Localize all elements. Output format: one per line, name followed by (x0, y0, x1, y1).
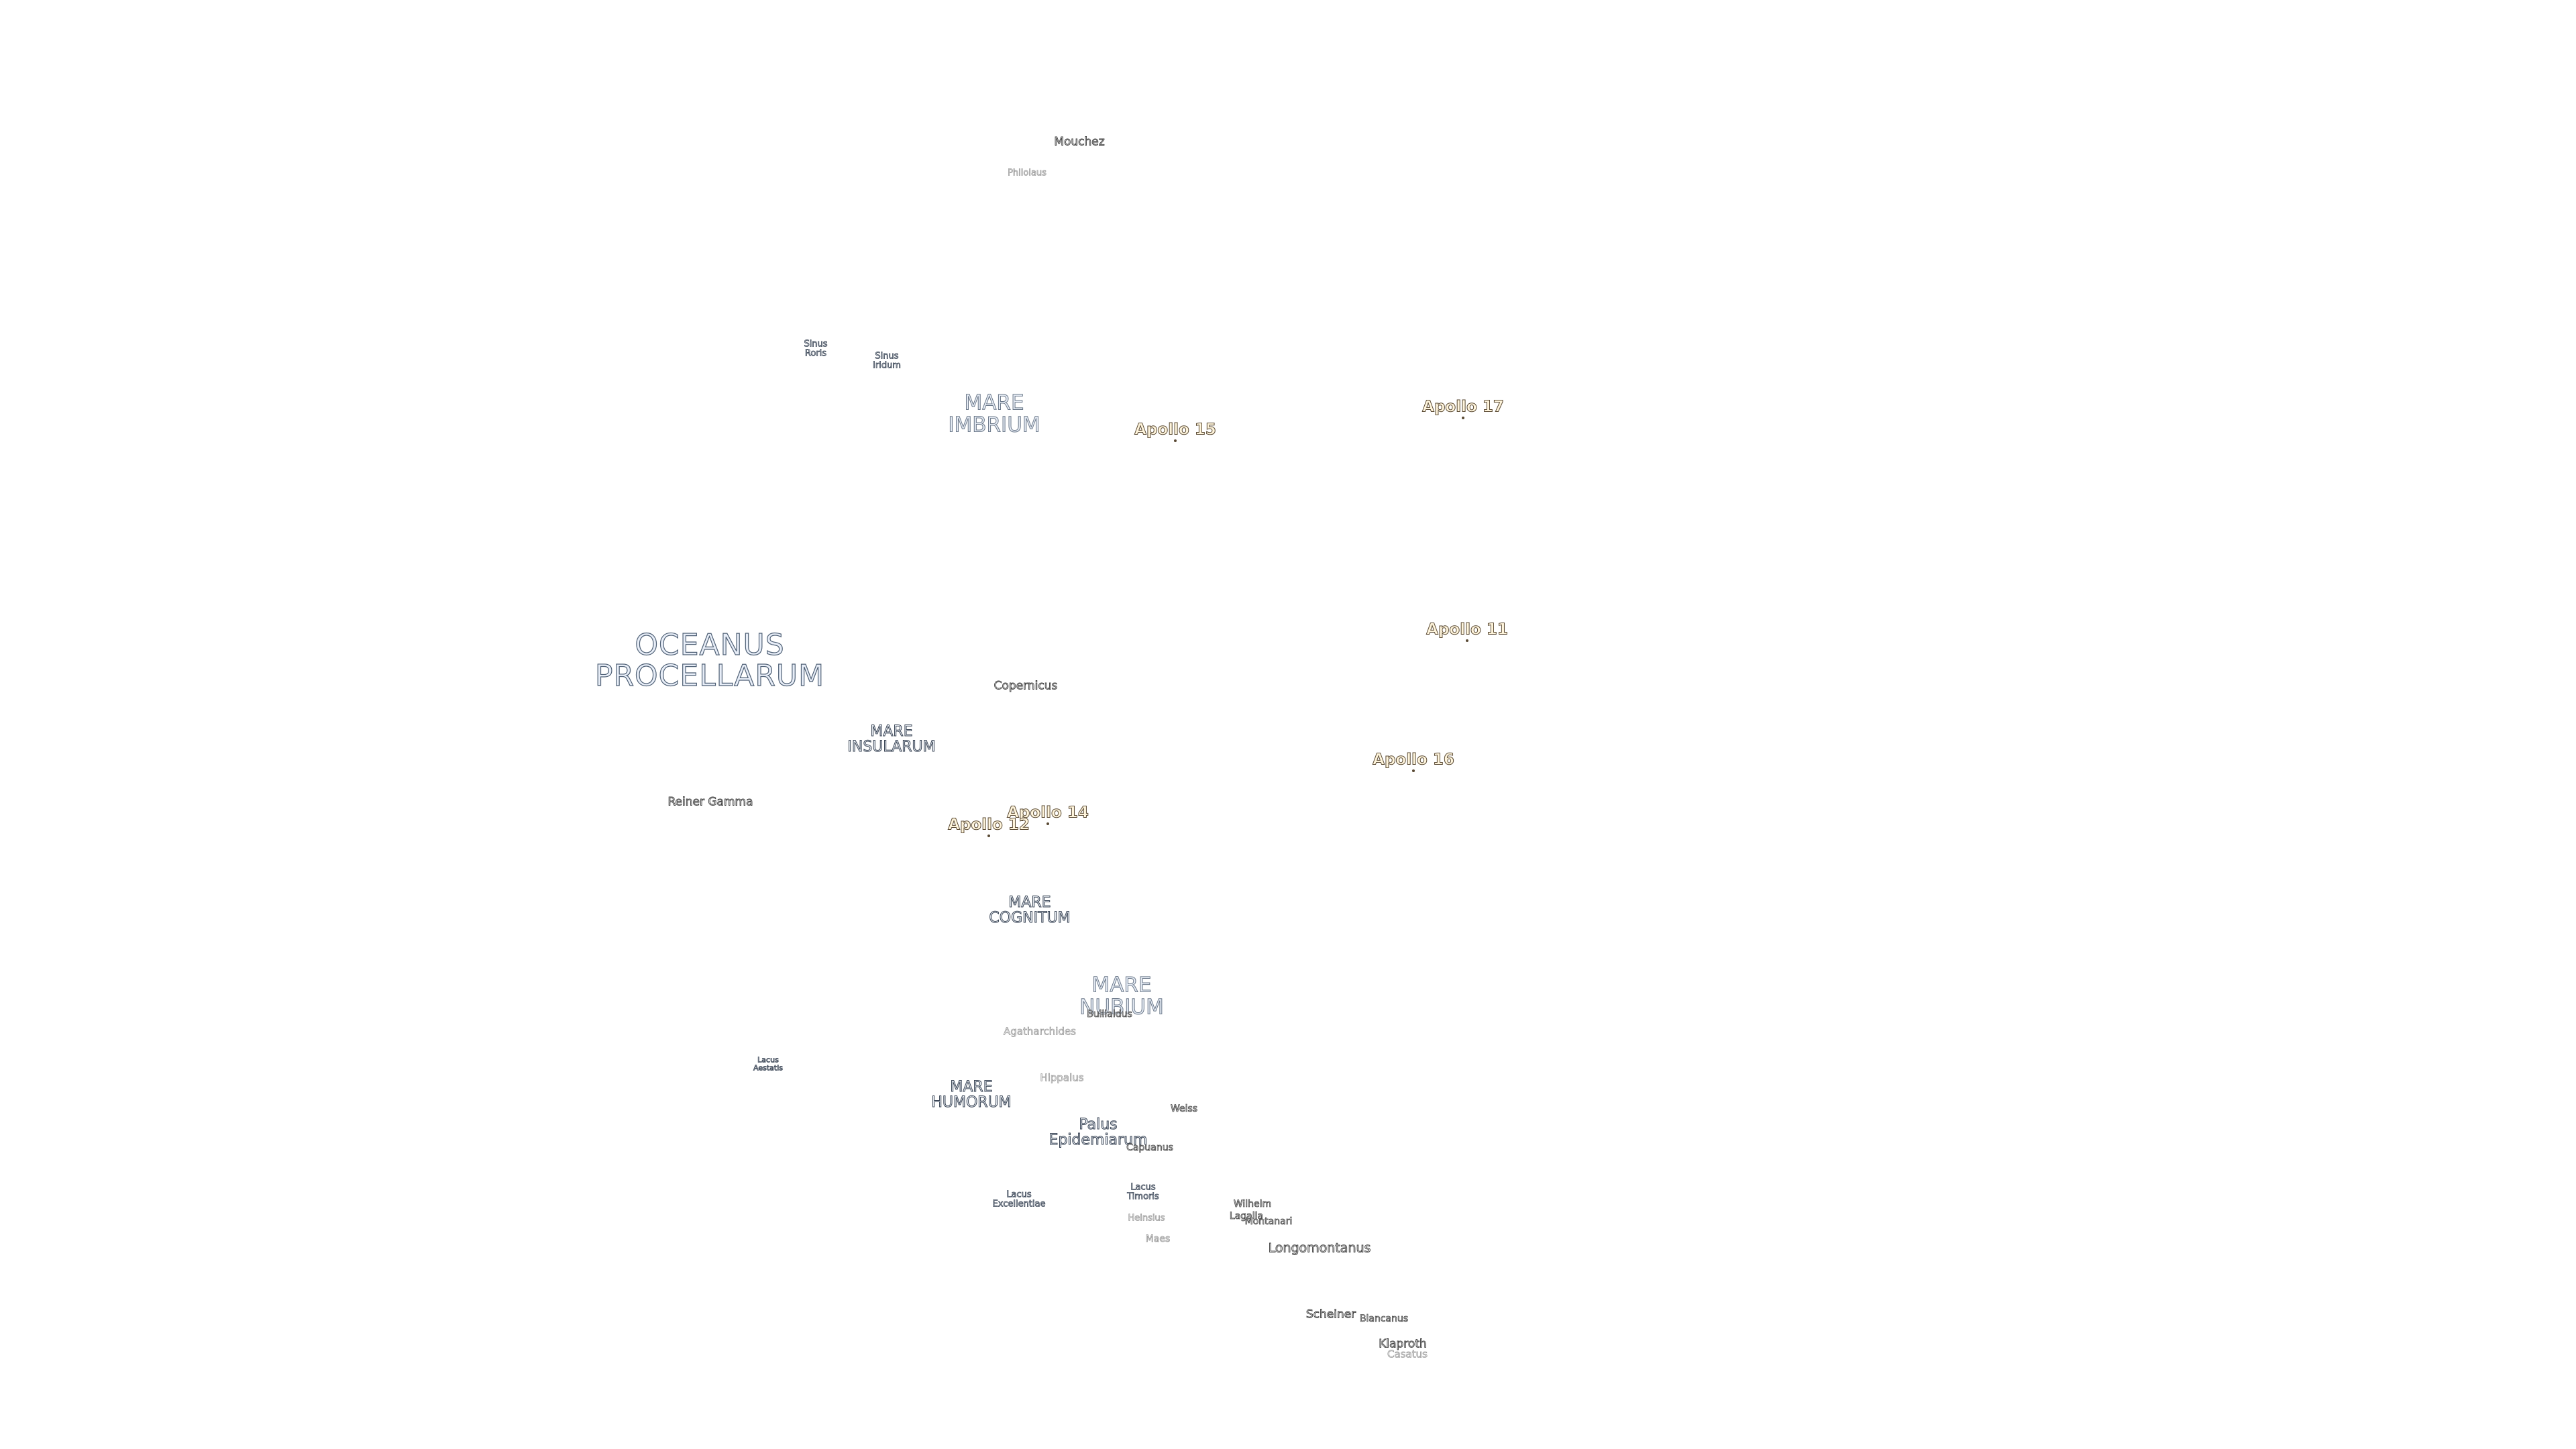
mare-nubium-line-1: MARE (1091, 973, 1152, 998)
apollo-11-marker-icon[interactable] (1466, 639, 1468, 642)
mare-cognitum-line-1: MARE (1008, 894, 1051, 911)
apollo-11-label[interactable]: Apollo 11 (1426, 621, 1509, 639)
mare-imbrium-line-1: MARE (964, 390, 1024, 415)
apollo-17-marker-icon[interactable] (1462, 417, 1464, 419)
apollo-14-label[interactable]: Apollo 14 (1007, 804, 1089, 822)
apollo-16-marker-icon[interactable] (1412, 769, 1415, 772)
crater-montanari-label[interactable]: Montanari (1244, 1216, 1293, 1227)
crater-philolaus-label[interactable]: Philolaus (1008, 168, 1047, 178)
mare-humorum-line-2: HUMORUM (931, 1094, 1012, 1111)
crater-weiss-label[interactable]: Weiss (1170, 1104, 1198, 1114)
mare-insularum-line-2: INSULARUM (847, 739, 936, 755)
palus-epidemiarum-line-2: Epidemiarum (1049, 1132, 1148, 1148)
lacus-timoris-label[interactable]: Lacus Timoris (1127, 1183, 1159, 1201)
lacus-excellentiae-line-1: Lacus (1006, 1189, 1032, 1200)
mare-nubium-line-2: NUBIUM (1079, 995, 1165, 1019)
crater-capuanus-label[interactable]: Capuanus (1126, 1142, 1174, 1153)
mare-insularum-label[interactable]: MARE INSULARUM (847, 722, 936, 755)
crater-copernicus-label[interactable]: Copernicus (994, 679, 1058, 693)
lacus-excellentiae-line-2: Excellentiae (992, 1199, 1046, 1209)
sinus-roris-line-1: Sinus (804, 339, 828, 350)
lacus-timoris-line-1: Lacus (1130, 1182, 1156, 1193)
sinus-roris-line-2: Roris (804, 348, 827, 358)
apollo-17-label[interactable]: Apollo 17 (1422, 398, 1505, 416)
sinus-iridum-label[interactable]: Sinus Iridum (873, 351, 902, 370)
mare-insularum-line-1: MARE (870, 722, 913, 740)
sinus-iridum-line-2: Iridum (873, 360, 902, 370)
crater-heinsius-label[interactable]: Heinsius (1128, 1213, 1165, 1224)
mare-cognitum-label[interactable]: MARE COGNITUM (989, 894, 1071, 926)
lacus-aestatis-label[interactable]: Lacus Aestatis (753, 1055, 784, 1072)
mare-humorum-label[interactable]: MARE HUMORUM (931, 1078, 1012, 1111)
apollo-14-marker-icon[interactable] (1046, 822, 1049, 825)
apollo-15-marker-icon[interactable] (1174, 439, 1177, 442)
crater-lagalla-label[interactable]: Lagalla (1229, 1211, 1264, 1222)
crater-blancanus-label[interactable]: Blancanus (1359, 1313, 1409, 1324)
oceanus-procellarum-line-2: PROCELLARUM (594, 659, 825, 693)
sinus-roris-label[interactable]: Sinus Roris (804, 339, 828, 358)
crater-hippalus-label[interactable]: Hippalus (1040, 1071, 1084, 1084)
lacus-excellentiae-label[interactable]: Lacus Excellentiae (992, 1189, 1046, 1209)
palus-epidemiarum-line-1: Palus (1079, 1116, 1118, 1133)
crater-bullialdus-label[interactable]: Bullialdus (1087, 1009, 1132, 1020)
mare-cognitum-line-2: COGNITUM (989, 910, 1071, 926)
oceanus-procellarum-line-1: OCEANUS (635, 627, 785, 662)
apollo-16-label[interactable]: Apollo 16 (1373, 751, 1455, 769)
apollo-15-label[interactable]: Apollo 15 (1134, 421, 1217, 439)
palus-epidemiarum-label[interactable]: Palus Epidemiarum (1049, 1116, 1148, 1148)
oceanus-procellarum-label[interactable]: OCEANUS PROCELLARUM (594, 627, 825, 693)
apollo-12-marker-icon[interactable] (987, 835, 990, 837)
mare-imbrium-label[interactable]: MARE IMBRIUM (948, 390, 1040, 437)
crater-agatharchides-label[interactable]: Agatharchides (1004, 1025, 1077, 1038)
mare-nubium-label[interactable]: MARE NUBIUM (1079, 973, 1165, 1019)
lacus-timoris-line-2: Timoris (1127, 1191, 1159, 1201)
crater-mouchez-label[interactable]: Mouchez (1054, 135, 1105, 149)
crater-maes-label[interactable]: Maes (1145, 1234, 1171, 1244)
apollo-12-label[interactable]: Apollo 12 (948, 816, 1030, 834)
feature-reiner-gamma-label[interactable]: Reiner Gamma (667, 795, 753, 809)
crater-scheiner-label[interactable]: Scheiner (1305, 1307, 1356, 1322)
mare-humorum-line-1: MARE (950, 1078, 993, 1095)
lacus-aestatis-line-2: Aestatis (753, 1063, 784, 1072)
crater-klaproth-label[interactable]: Klaproth (1379, 1337, 1427, 1351)
sinus-iridum-line-1: Sinus (875, 351, 899, 362)
crater-longomontanus-label[interactable]: Longomontanus (1268, 1240, 1371, 1256)
lacus-aestatis-line-1: Lacus (757, 1055, 779, 1065)
crater-wilhelm-label[interactable]: Wilhelm (1233, 1199, 1272, 1210)
mare-imbrium-line-2: IMBRIUM (948, 413, 1040, 437)
crater-casatus-label[interactable]: Casatus (1387, 1348, 1428, 1360)
